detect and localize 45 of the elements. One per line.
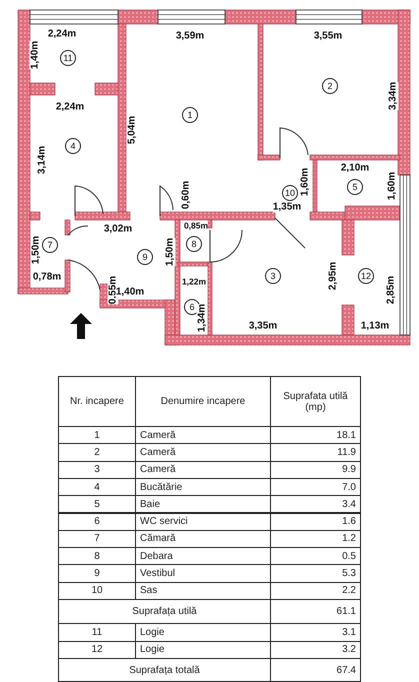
dimension-label: 0,85m [184, 220, 208, 232]
room-number: 9 [137, 249, 153, 265]
room-number: 2 [322, 78, 338, 94]
room-number: 4 [65, 138, 81, 154]
dimension-label: 1,40m [116, 286, 144, 298]
dimension-label: 0,55m [108, 276, 118, 304]
dimension-label: 2,24m [56, 102, 84, 112]
dimension-label: 1,22m [182, 276, 206, 288]
dimension-label: 3,35m [248, 320, 278, 332]
dimension-label: 1,50m [164, 238, 176, 266]
table-header-cell: Suprafata utilă (mp) [270, 376, 361, 427]
dimension-label: 5,04m [126, 116, 138, 144]
dimension-label: 2,85m [386, 276, 396, 304]
table-cell: 6 [58, 512, 136, 531]
room-number: 1 [182, 107, 198, 123]
room-number: 11 [60, 50, 76, 66]
table-cell: 1.6 [270, 512, 361, 531]
dimension-label: 1,60m [386, 172, 398, 200]
room-number: 12 [358, 268, 374, 284]
dimension-label: 2,95m [328, 262, 338, 290]
table-cell: 5 [58, 495, 136, 514]
table-cell: Suprafața totală [58, 658, 271, 682]
dimension-label: 3,02m [104, 224, 132, 234]
dimension-label: 3,55m [314, 30, 342, 42]
dimension-label: 1,40m [30, 40, 40, 70]
table-cell: 3.4 [270, 495, 361, 514]
room-number: 8 [186, 236, 202, 252]
dimension-label: 3,14m [36, 146, 48, 174]
dimension-label: 3,34m [388, 82, 398, 110]
room-number: 5 [347, 179, 363, 195]
table-header-cell: Nr. incapere [58, 376, 136, 427]
dimension-label: 1,35m [272, 202, 302, 212]
dimension-label: 2,24m [48, 28, 76, 40]
dimension-label: 0,78m [32, 272, 62, 282]
room-number: 3 [265, 268, 281, 284]
room-number: 7 [42, 237, 58, 253]
dimension-label: 0,60m [180, 180, 192, 210]
dimension-label: 1,50m [30, 236, 42, 264]
dimension-label: 1,34m [196, 304, 208, 332]
dimension-label: 3,59m [176, 30, 204, 42]
dimension-label: 1,13m [360, 320, 390, 332]
room-number: 10 [282, 185, 298, 201]
dimension-label: 1,60m [300, 168, 310, 196]
dimension-label: 2,10m [340, 162, 370, 174]
table-cell: 67.4 [270, 658, 361, 682]
